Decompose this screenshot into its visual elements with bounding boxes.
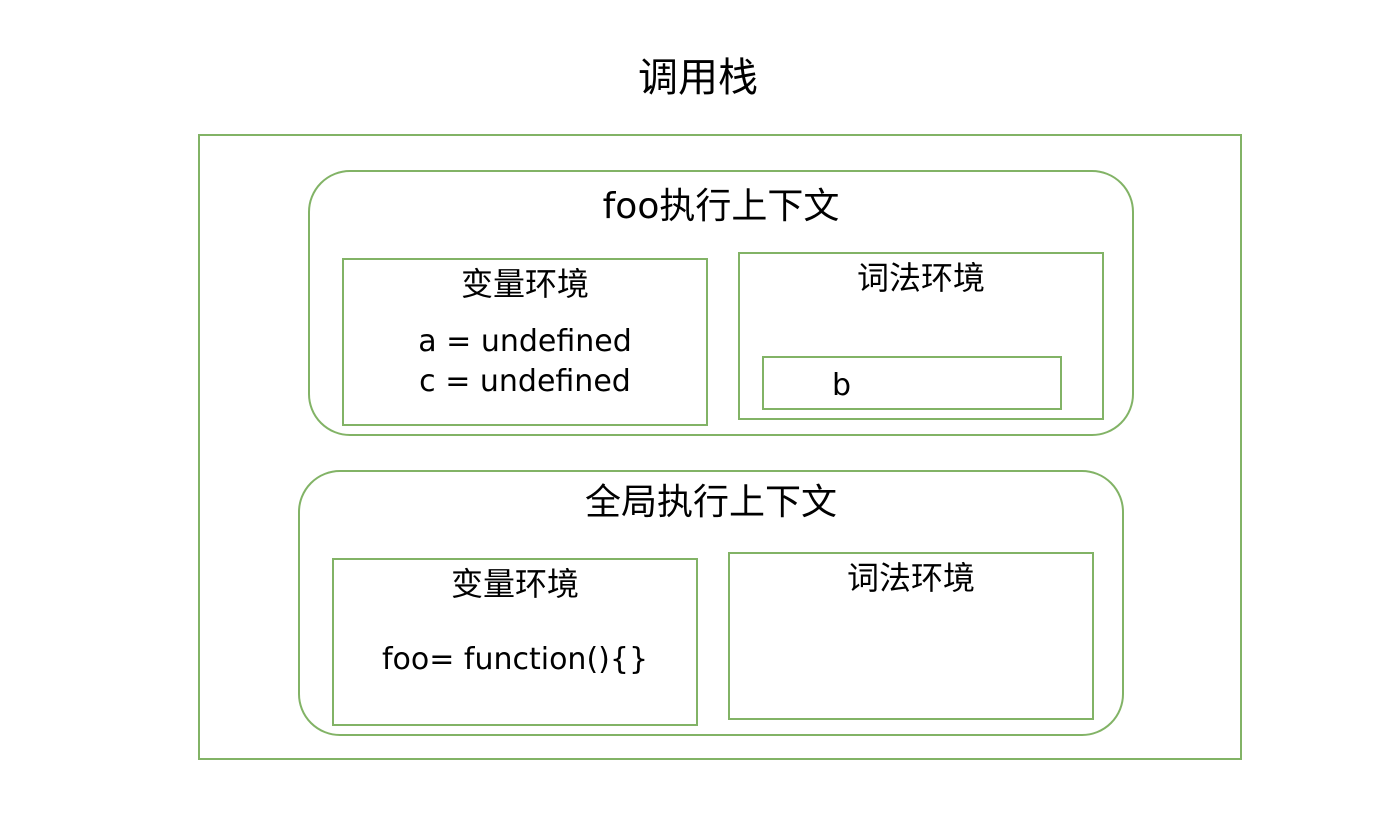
lexical-binding-block: b (762, 356, 1062, 410)
lexical-environment: 词法环境 b (738, 252, 1104, 420)
context-label: foo执行上下文 (602, 186, 840, 227)
context-label: 全局执行上下文 (584, 482, 837, 523)
lexical-environment-label: 词法环境 (856, 259, 985, 297)
call-stack-title: 调用栈 (638, 55, 758, 101)
lexical-entry: b (832, 368, 852, 403)
variable-entry: c = undefined (419, 364, 631, 399)
global-execution-context: 全局执行上下文 变量环境 foo= function(){} 词法环境 (298, 470, 1124, 736)
variable-environment-label: 变量环境 (450, 565, 579, 603)
variable-environment: 变量环境 a = undefined c = undefined (342, 258, 708, 426)
call-stack-container (198, 134, 1242, 760)
lexical-environment: 词法环境 (728, 552, 1094, 720)
foo-execution-context: foo执行上下文 变量环境 a = undefined c = undefine… (308, 170, 1134, 436)
variable-entry: foo= function(){} (381, 642, 649, 677)
lexical-environment-label: 词法环境 (846, 559, 975, 597)
variable-environment-label: 变量环境 (460, 265, 589, 303)
variable-environment: 变量环境 foo= function(){} (332, 558, 698, 726)
variable-entry: a = undefined (418, 324, 632, 359)
